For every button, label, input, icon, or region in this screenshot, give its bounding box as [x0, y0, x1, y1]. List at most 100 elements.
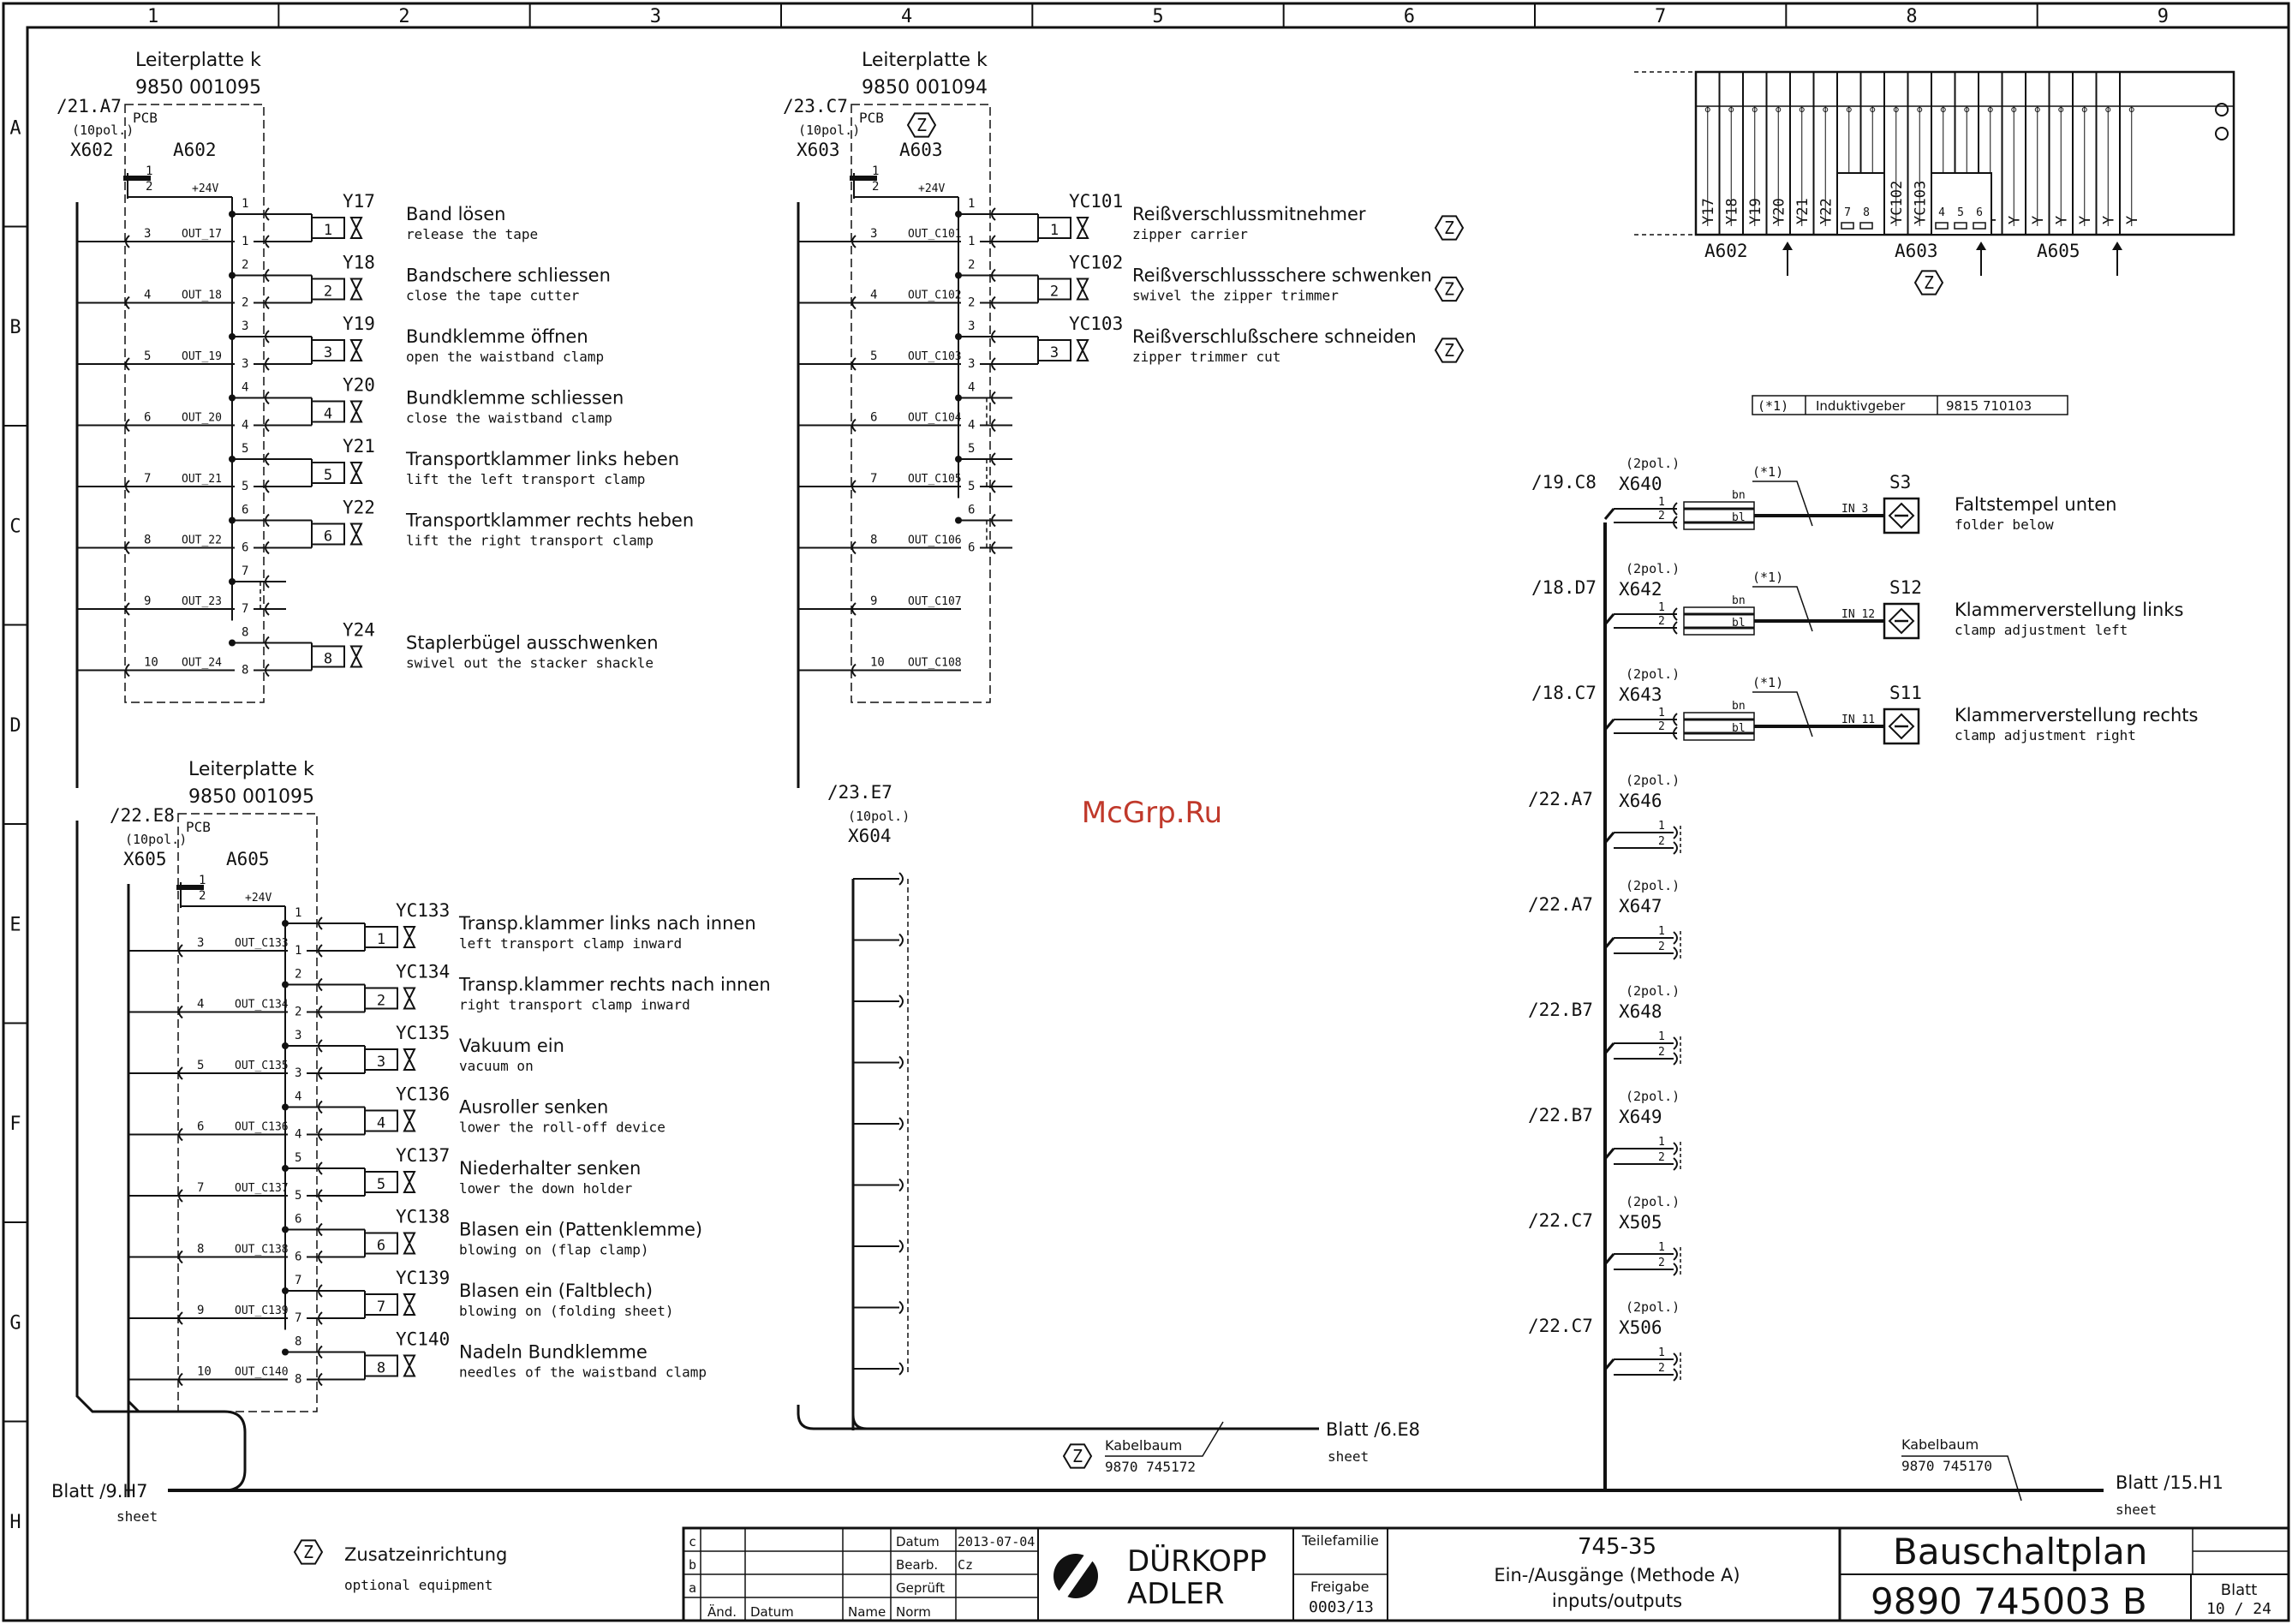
rack-slot-label: Y20: [1770, 198, 1788, 224]
optional-note-en: optional equipment: [344, 1577, 492, 1593]
rack-pin: [1728, 107, 1734, 112]
coil-terminal: 3: [242, 357, 248, 371]
signal-name: OUT_C104: [908, 412, 962, 425]
legend-name: Induktivgeber: [1816, 398, 1906, 414]
voltage-label: +24V: [918, 182, 945, 195]
signal-name: OUT_C134: [235, 999, 289, 1012]
coil-terminal: 7: [295, 1274, 301, 1287]
function-de: Faltstempel unten: [1955, 494, 2116, 515]
coil-terminal: 4: [242, 419, 248, 433]
coil-number: 5: [324, 467, 332, 484]
rack-slot-label: Y: [2030, 216, 2047, 224]
sheet-reference: Blatt /15.H1: [2116, 1472, 2223, 1493]
logo-text-bottom: ADLER: [1127, 1577, 1225, 1611]
rack-board-label: A605: [2037, 241, 2080, 261]
function-en: zipper trimmer cut: [1132, 349, 1280, 365]
connector-contact: [318, 1100, 323, 1114]
connector-contact: [898, 1117, 904, 1131]
coil-terminal: 3: [242, 319, 248, 333]
signal-name: OUT_C136: [235, 1121, 289, 1134]
connector-id: X505: [1619, 1212, 1662, 1233]
connector-contact: [851, 296, 857, 310]
release-label: Freigabe: [1310, 1579, 1370, 1595]
coil-terminal: 7: [242, 602, 248, 616]
signal-name: OUT_C101: [908, 228, 962, 241]
column-number: 4: [901, 6, 912, 27]
rack-slot-label: Y21: [1794, 198, 1812, 224]
device-id: YC138: [396, 1207, 450, 1227]
wire-colour: bn: [1732, 594, 1746, 607]
device-id: YC103: [1069, 313, 1123, 334]
board-number: 9850 001095: [135, 77, 261, 99]
solenoid-coil: [364, 1048, 398, 1071]
revision-row-letter: b: [689, 1557, 696, 1573]
coil-terminal: 4: [295, 1128, 301, 1142]
solenoid-coil: [311, 522, 345, 546]
solenoid-coil: [364, 987, 398, 1010]
solenoid-coil: [364, 1354, 398, 1377]
pin-number: 1: [1658, 1030, 1665, 1043]
function-en: needles of the waistband clamp: [459, 1364, 707, 1381]
blank-slot-number: 8: [1863, 206, 1870, 219]
function-de: Transportklammer rechts heben: [405, 510, 694, 531]
sheet-reference-sub: sheet: [2116, 1502, 2157, 1518]
connector-id: X646: [1619, 791, 1662, 811]
blank-slot-marker: [1841, 222, 1854, 230]
leader-line: [1752, 586, 1813, 632]
pin-number: 2: [1658, 835, 1665, 848]
device-id: YC133: [396, 900, 450, 921]
signal-name: OUT_C139: [235, 1305, 289, 1317]
function-en: clamp adjustment right: [1955, 727, 2136, 743]
meta-key: Geprüft: [896, 1580, 945, 1596]
device-id: YC137: [396, 1145, 450, 1166]
solenoid-coil: [364, 1109, 398, 1132]
rack-pin: [1799, 107, 1805, 112]
signal-name: IN_3: [1841, 503, 1868, 516]
connector-contact: [898, 1178, 904, 1192]
voltage-label: +24V: [192, 182, 218, 195]
sheet-reference: /22.E8: [110, 805, 175, 826]
pin-number: 10: [870, 656, 885, 670]
device-id: Y19: [343, 313, 375, 334]
device-id: Y22: [343, 498, 375, 518]
coil-terminal: 5: [242, 442, 248, 456]
rack-pin: [1846, 107, 1852, 112]
pin-count: (10pol.): [848, 809, 910, 824]
coil-number: 1: [324, 222, 332, 239]
optional-symbol: [1434, 337, 1465, 363]
valve-icon: [349, 645, 363, 668]
device-id: Y20: [343, 375, 375, 396]
function-en: folder below: [1955, 516, 2054, 533]
function-de: Blasen ein (Pattenklemme): [459, 1220, 702, 1240]
function-en: blowing on (folding sheet): [459, 1303, 673, 1319]
sheet-reference: Blatt /6.E8: [1326, 1419, 1420, 1440]
leader-line: [1752, 691, 1813, 737]
solenoid-coil: [364, 926, 398, 948]
function-de: Staplerbügel ausschwenken: [406, 633, 659, 654]
leader-line: [1752, 481, 1813, 527]
signal-name: OUT_24: [182, 657, 222, 670]
valve-icon: [403, 1293, 416, 1316]
pin-number: 5: [870, 349, 877, 363]
function-en: close the waistband clamp: [406, 410, 612, 427]
valve-icon: [349, 400, 363, 423]
connector-contact: [265, 636, 270, 650]
valve-icon: [349, 462, 363, 484]
coil-number: 1: [377, 931, 385, 948]
device-id: YC101: [1069, 191, 1123, 212]
coil-terminal: 8: [242, 664, 248, 678]
rack-slot-label: Y: [2124, 216, 2141, 224]
sensor-s11: /18.C7(2pol.)X64312bnbl(*1)IN_11S11Klamm…: [1531, 666, 2198, 745]
optional-symbol-letter: Z: [1444, 218, 1454, 238]
rack-pin: [1752, 107, 1758, 112]
connector-contact: [1673, 607, 1678, 621]
blank-slot-number: 5: [1957, 206, 1964, 219]
signal-name: OUT_17: [182, 228, 222, 241]
pin-number: 2: [872, 180, 879, 194]
connector-contact: [1673, 1157, 1678, 1171]
connector-contact: [898, 994, 904, 1008]
